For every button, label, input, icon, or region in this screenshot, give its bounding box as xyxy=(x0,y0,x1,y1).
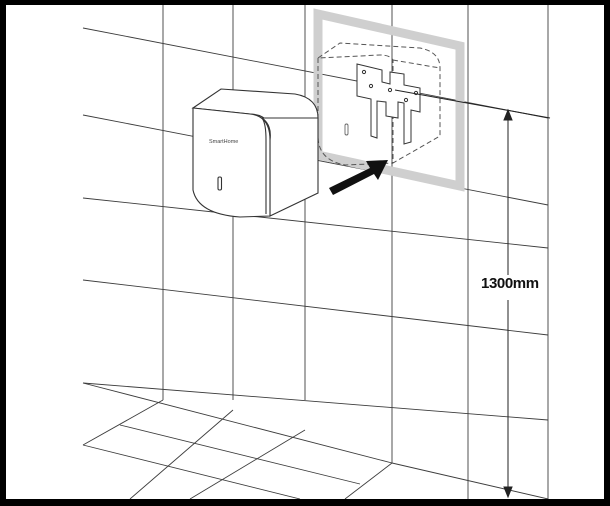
mounting-bracket xyxy=(356,63,421,145)
brand-label: SmartHome xyxy=(209,139,239,145)
installation-arrow xyxy=(329,160,388,195)
height-dimension-label: 1300mm xyxy=(481,275,539,292)
hand-dryer xyxy=(191,88,319,218)
illustration xyxy=(82,5,551,499)
installation-diagram: SmartHome 1300mm xyxy=(6,5,604,499)
ghost-indicator xyxy=(344,123,349,136)
floor-tile-grid xyxy=(82,382,549,499)
height-dimension-line xyxy=(394,89,551,499)
dashed-dryer-outline xyxy=(316,42,441,166)
wall-tile-grid xyxy=(82,5,549,499)
